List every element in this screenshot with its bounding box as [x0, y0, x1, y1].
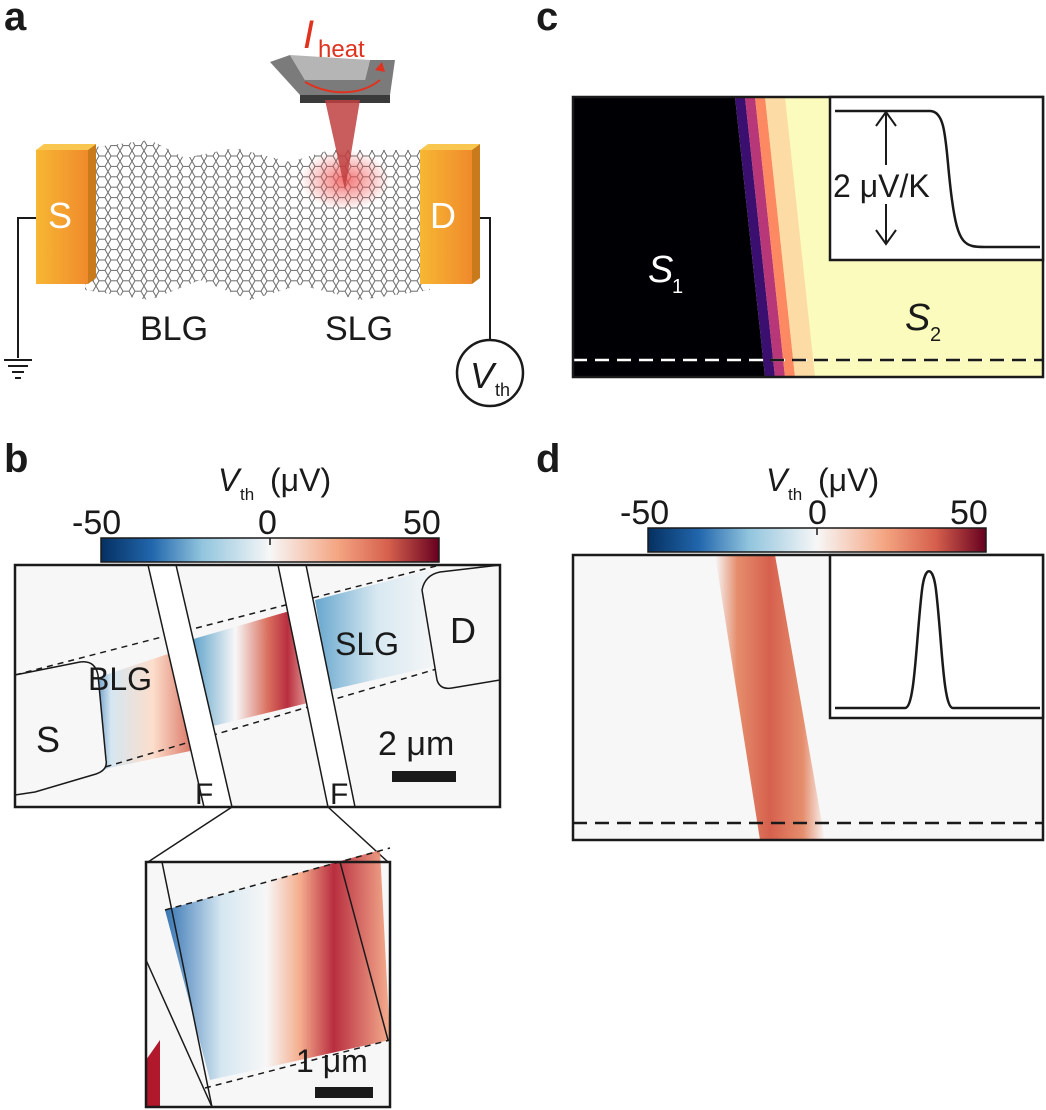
inset-scalebar-label: 1 μm: [296, 1043, 368, 1079]
colorbar-d-title-sub: th: [788, 485, 802, 504]
scalebar: [392, 771, 456, 782]
panel-c-label: c: [536, 0, 558, 39]
panel-d: d V th (μV) -50 0 50: [536, 437, 1045, 842]
drain-label: D: [430, 195, 456, 236]
map-b-blg-label: BLG: [88, 661, 152, 697]
colorbar-d-tick-mid: 0: [808, 494, 827, 532]
inset-d: [828, 553, 1045, 720]
s1-sub: 1: [672, 276, 683, 298]
panel-b-label: b: [4, 437, 28, 481]
map-b-drain-label: D: [450, 610, 476, 651]
colorbar-b-title-unit: (μV): [270, 462, 331, 498]
ground-icon: [4, 359, 32, 379]
panel-a-label: a: [4, 0, 27, 39]
ground-wire: [17, 217, 36, 358]
inset-map-b: [144, 847, 392, 1109]
slg-label: SLG: [325, 310, 393, 348]
blg-signal: [90, 650, 195, 770]
map-b-source-label: S: [36, 719, 60, 760]
s1-label: S: [648, 249, 673, 291]
panel-d-label: d: [536, 437, 560, 481]
mid-signal: [190, 608, 320, 728]
map-b-fold-label-2: F: [330, 778, 348, 811]
afm-tip: [270, 55, 395, 190]
drain-contact: [420, 144, 480, 284]
source-contact: [36, 144, 96, 284]
colorbar-d-title-unit: (μV): [818, 462, 879, 498]
source-label: S: [48, 195, 72, 236]
colorbar-b-title-sub: th: [240, 485, 254, 504]
voltmeter-icon: [455, 338, 525, 408]
colorbar-b-tick-max: 50: [403, 504, 441, 542]
map-b-fold-label-1: F: [195, 778, 213, 811]
map-b: [13, 563, 502, 809]
map-b-slg-label: SLG: [335, 626, 399, 662]
panel-c: c S 1 S 2 2 μV/K: [536, 0, 1045, 379]
iheat-sub: heat: [318, 36, 365, 63]
voltmeter-sub: th: [495, 380, 510, 400]
s2-sub: 2: [930, 324, 941, 346]
iheat-label: I: [303, 13, 314, 57]
voltmeter-label: V: [470, 355, 497, 396]
blg-label: BLG: [140, 310, 208, 348]
panel-b: b V th (μV) -50 0 50 S D: [4, 437, 502, 1109]
colorbar-b-title-v: V: [218, 462, 242, 498]
source-electrode: [14, 661, 108, 796]
colorbar-d-tick-min: -50: [620, 494, 669, 532]
drain-wire: [480, 217, 491, 340]
inset-c-label: 2 μV/K: [833, 168, 930, 204]
colorbar-b-tick-min: -50: [72, 504, 121, 542]
d-stripe: [715, 555, 825, 840]
drain-electrode: [421, 564, 501, 690]
colorbar-d-title-v: V: [766, 462, 790, 498]
scalebar-label: 2 μm: [378, 725, 454, 763]
colorbar-d-tick-max: 50: [950, 494, 988, 532]
panel-a: a I heat S D BLG SLG: [4, 0, 525, 408]
s2-label: S: [905, 297, 930, 339]
colorbar-b-tick-mid: 0: [258, 504, 277, 542]
inset-scalebar: [315, 1087, 373, 1098]
inset-c: [828, 95, 1045, 262]
slg-signal: [315, 570, 440, 690]
